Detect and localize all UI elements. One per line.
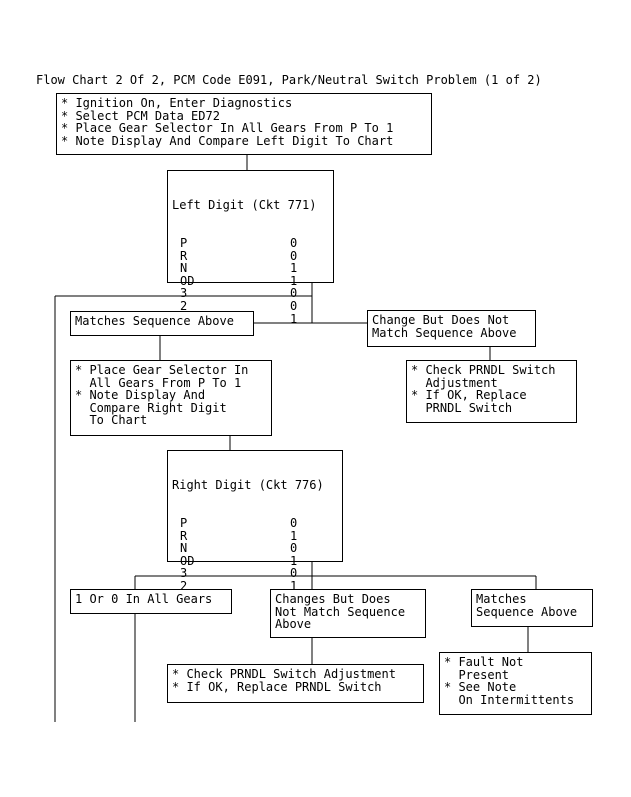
box-line: * Note Display And Compare Left Digit To…	[61, 133, 394, 148]
box-line: Changes But Does	[275, 592, 391, 606]
box-line: * Fault Not	[444, 655, 524, 669]
digit-row: OD 1	[172, 555, 338, 568]
left-digit-heading: Left Digit (Ckt 771)	[172, 198, 317, 213]
gear-label: N	[180, 541, 188, 556]
gear-label: P	[180, 515, 188, 530]
gear-label: OD	[180, 553, 195, 568]
digit-value: 0	[290, 515, 298, 530]
box-check-prndl-2: * Check PRNDL Switch Adjustment* If OK, …	[167, 664, 424, 703]
gear-label: 3	[180, 286, 188, 301]
box-line: Adjustment	[411, 375, 498, 390]
digit-value: 1	[290, 311, 298, 326]
box-line: Change But Does Not	[372, 313, 510, 327]
digit-value: 1	[290, 528, 298, 543]
box-line: * Place Gear Selector In	[75, 363, 249, 377]
box-place-gear-2: * Place Gear Selector In All Gears From …	[70, 360, 272, 436]
digit-value: 1	[290, 261, 298, 276]
box-line: To Chart	[75, 413, 148, 428]
gear-label: R	[180, 528, 188, 543]
digit-value: 1	[290, 273, 298, 288]
gear-label: P	[180, 235, 188, 250]
digit-value: 0	[290, 286, 298, 301]
box-line: Compare Right Digit	[75, 400, 227, 415]
box-right-digit: Right Digit (Ckt 776) P0R1N0OD1302110	[167, 450, 343, 605]
box-line: * If OK, Replace PRNDL Switch	[172, 679, 382, 694]
box-line: * Check PRNDL Switch	[411, 363, 556, 377]
box-line: Not Match Sequence	[275, 604, 406, 619]
gear-label: 2	[180, 298, 188, 313]
right-digit-table: P0R1N0OD1302110	[172, 517, 338, 605]
box-line: * See Note	[444, 680, 517, 695]
box-line: Sequence Above	[476, 604, 578, 619]
gear-label: 2	[180, 578, 188, 593]
box-line: Matches Sequence Above	[75, 314, 234, 328]
box-line: Match Sequence Above	[372, 325, 517, 340]
gear-label: 3	[180, 566, 188, 581]
box-line: Present	[444, 667, 510, 682]
box-line: Matches	[476, 592, 527, 606]
box-line: Above	[275, 617, 312, 632]
box-line: * Select PCM Data ED72	[61, 108, 220, 123]
digit-value: 0	[290, 541, 298, 556]
box-line: All Gears From P To 1	[75, 375, 242, 390]
box-line: * Note Display And	[75, 388, 206, 403]
box-line: * Place Gear Selector In All Gears From …	[61, 121, 394, 136]
box-check-prndl-1: * Check PRNDL Switch Adjustment* If OK, …	[406, 360, 577, 423]
box-line: * If OK, Replace	[411, 388, 527, 403]
box-line: * Check PRNDL Switch Adjustment	[172, 667, 396, 681]
box-line: * Ignition On, Enter Diagnostics	[61, 96, 293, 110]
gear-label: R	[180, 248, 188, 263]
digit-value: 0	[290, 248, 298, 263]
gear-label: N	[180, 261, 188, 276]
digit-value: 0	[290, 566, 298, 581]
digit-value: 1	[290, 578, 298, 593]
digit-value: 0	[290, 235, 298, 250]
digit-row: OD 1	[172, 275, 329, 288]
box-line: PRNDL Switch	[411, 400, 513, 415]
gear-label: OD	[180, 273, 195, 288]
box-left-digit: Left Digit (Ckt 771) P0R0N1OD1302011	[167, 170, 334, 325]
right-digit-heading: Right Digit (Ckt 776)	[172, 478, 324, 493]
box-matches-sequence-1: Matches Sequence Above	[70, 311, 254, 336]
box-line: 1 Or 0 In All Gears	[75, 592, 213, 606]
box-one-or-zero: 1 Or 0 In All Gears	[70, 589, 232, 614]
digit-value: 1	[290, 553, 298, 568]
box-fault-not-present: * Fault Not Present* See Note On Intermi…	[439, 652, 592, 715]
box-line: On Intermittents	[444, 692, 575, 707]
box-start: * Ignition On, Enter Diagnostics* Select…	[56, 93, 432, 155]
digit-value: 0	[290, 298, 298, 313]
chart-title: Flow Chart 2 Of 2, PCM Code E091, Park/N…	[36, 73, 542, 87]
